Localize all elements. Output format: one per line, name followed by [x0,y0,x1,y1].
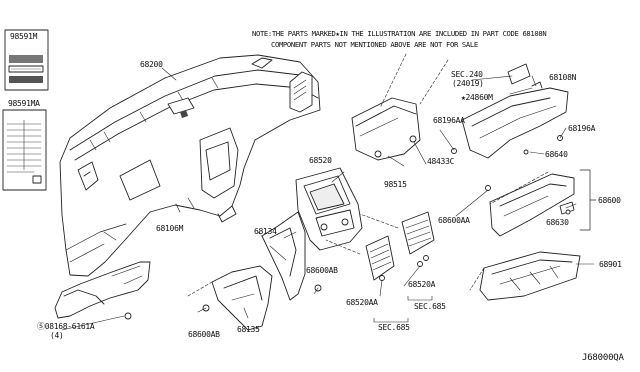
bracket-68108n [461,63,569,159]
label-sec240-sub: (24019) [452,79,484,88]
bracket-sec685-a [373,317,409,323]
label-68106m: 68106M [156,224,184,233]
center-console-68520 [295,167,363,251]
label-08168-6161a: Ⓢ08168-6161A [37,322,95,331]
label-68630: 68630 [546,218,569,227]
label-card-98591ma [2,109,47,191]
label-68196a: 68196A [568,124,596,133]
label-68520a: 68520A [408,280,436,289]
label-card-98591m [4,29,49,91]
label-68901: 68901 [599,260,622,269]
label-68200: 68200 [140,60,163,69]
label-sec240: SEC.240 [451,70,483,79]
label-68134: 68134 [254,227,277,236]
label-98591ma: 98591MA [8,99,40,108]
label-68196aa: 68196AA [433,116,465,125]
dashboard-panel [59,54,321,277]
bracket-sec685-b [407,295,433,301]
vent-68520a [401,211,435,261]
label-68640: 68640 [545,150,568,159]
under-cover-68901 [479,251,581,301]
label-68600ab-left: 68600AB [188,330,220,339]
label-68520aa: 68520AA [346,298,378,307]
label-98515: 98515 [384,180,407,189]
label-68600ab-mid: 68600AB [306,266,338,275]
label-68520: 68520 [309,156,332,165]
label-sec685-b: SEC.685 [414,302,446,311]
note-line-1: NOTE:THE PARTS MARKED★IN THE ILLUSTRATIO… [252,29,547,38]
leader-lines [61,53,595,331]
side-panel-68134 [261,211,306,301]
diagram-code: J68000QA [582,353,624,363]
label-sec685-a: SEC.685 [378,323,410,332]
glove-box-lid-68600 [489,173,575,237]
label-68600aa: 68600AA [438,216,470,225]
glove-box-98515 [351,97,421,161]
label-68135: 68135 [237,325,260,334]
lower-panel-left [54,261,151,319]
label-24860m: ★24860M [461,93,493,102]
label-68108n: 68108N [549,73,577,82]
bracket-68600 [579,169,591,231]
vent-68520aa [365,235,395,281]
label-68600: 68600 [598,196,621,205]
lower-panel-68135 [211,265,273,331]
note-line-2: COMPONENT PARTS NOT MENTIONED ABOVE ARE … [271,40,478,49]
label-48433c: 48433C [427,157,455,166]
label-98591m: 98591M [10,32,38,41]
label-08168-qty: (4) [50,331,64,340]
